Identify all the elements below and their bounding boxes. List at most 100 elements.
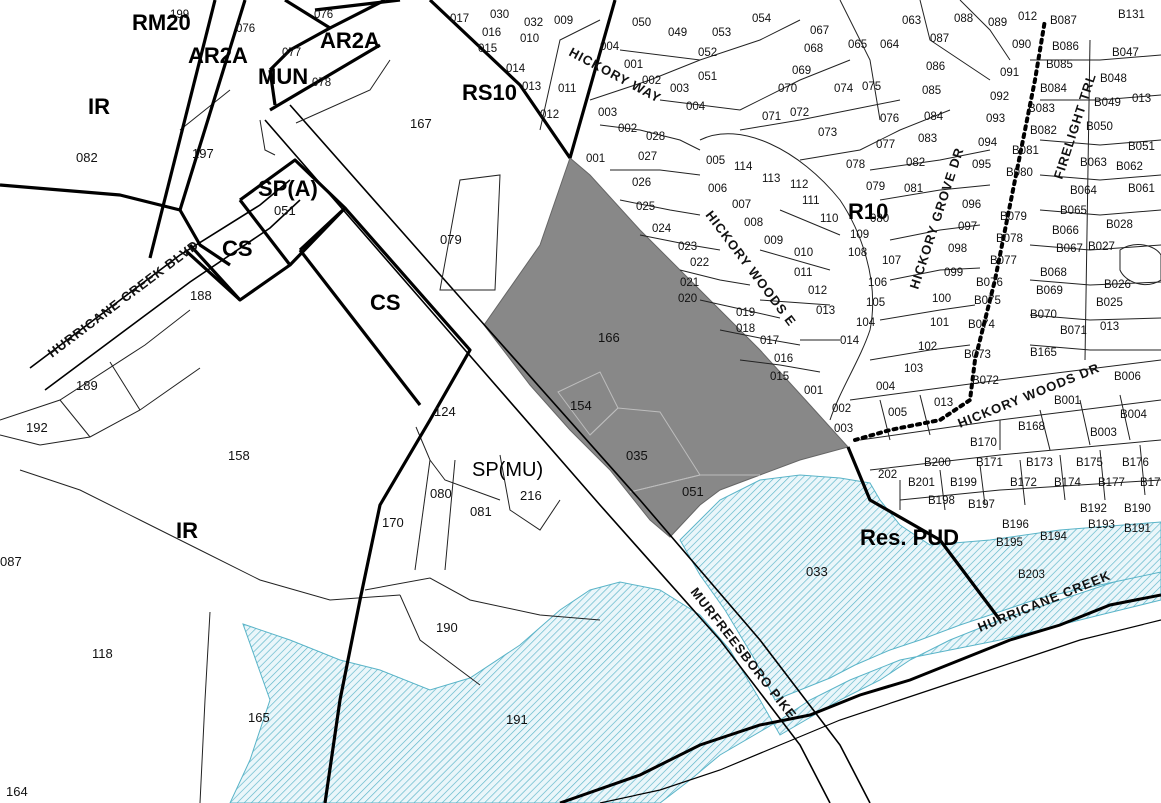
zone-label-mun: MUN <box>258 64 308 89</box>
parcel-number: B165 <box>1030 347 1057 359</box>
parcel-number: 035 <box>626 448 648 463</box>
parcel-number: 080 <box>430 486 452 501</box>
parcel-number: 113 <box>762 173 780 185</box>
zone-label-rm20: RM20 <box>132 10 191 35</box>
parcel-number: 110 <box>820 213 838 225</box>
parcel-number: 085 <box>922 85 941 97</box>
parcel-number: 003 <box>834 423 853 435</box>
parcel-number: 003 <box>670 83 689 95</box>
parcel-number: 012 <box>808 285 827 297</box>
parcel-number: 076 <box>236 23 255 35</box>
parcel-number: 064 <box>880 39 900 51</box>
parcel-number: 082 <box>906 157 925 169</box>
parcel-number: B086 <box>1052 41 1079 53</box>
parcel-number: 050 <box>632 17 651 29</box>
parcel-number: 189 <box>76 378 98 393</box>
parcel-number: 067 <box>810 25 829 37</box>
parcel-number: B176 <box>1122 457 1149 469</box>
parcel-number: 089 <box>988 17 1007 29</box>
parcel-number: 124 <box>434 404 456 419</box>
parcel-number: 005 <box>706 155 725 167</box>
parcel-number: B087 <box>1050 15 1077 27</box>
parcel-number: 075 <box>862 81 881 93</box>
parcel-number: 071 <box>762 111 781 123</box>
parcel-number: 013 <box>1132 93 1151 105</box>
parcel-number: 013 <box>934 397 953 409</box>
parcel-number: B177 <box>1098 477 1125 489</box>
parcel-number: B190 <box>1124 503 1151 515</box>
parcel-number: 019 <box>736 307 755 319</box>
parcel-number: 003 <box>598 107 617 119</box>
murfreesboro-pike-road <box>264 104 871 803</box>
parcel-number: B198 <box>928 495 955 507</box>
parcel-number: B081 <box>1012 145 1039 157</box>
parcel-number: 005 <box>888 407 907 419</box>
parcel-number: 001 <box>624 59 643 71</box>
zoning-boundaries <box>0 0 1002 803</box>
parcel-number: B063 <box>1080 157 1107 169</box>
parcel-number: 014 <box>506 63 526 75</box>
parcel-number: 001 <box>804 385 823 397</box>
parcel-number: 002 <box>618 123 637 135</box>
parcel-number: 013 <box>522 81 541 93</box>
parcel-number: B071 <box>1060 325 1087 337</box>
parcel-number: 017 <box>450 13 469 25</box>
zone-label-r10: R10 <box>848 199 888 224</box>
parcel-number: 079 <box>440 232 462 247</box>
zone-label-rs10: RS10 <box>462 80 517 105</box>
zone-label-cs-1: CS <box>222 236 253 261</box>
parcel-number: 076 <box>314 9 333 21</box>
parcel-number: 051 <box>682 484 704 499</box>
zone-label-res-pud: Res. PUD <box>860 525 959 550</box>
parcel-number: 070 <box>778 83 797 95</box>
parcel-number: 068 <box>804 43 823 55</box>
parcel-number: B061 <box>1128 183 1155 195</box>
parcel-number: 083 <box>918 133 937 145</box>
parcel-number: B079 <box>1000 211 1027 223</box>
parcel-number: 010 <box>794 247 813 259</box>
parcel-number: 009 <box>554 15 573 27</box>
parcel-number: B048 <box>1100 73 1127 85</box>
parcel-number: 002 <box>832 403 851 415</box>
parcel-number: B175 <box>1076 457 1103 469</box>
parcel-number: 109 <box>850 229 869 241</box>
parcel-number: B025 <box>1096 297 1123 309</box>
parcel-number: B051 <box>1128 141 1155 153</box>
parcel-number: 192 <box>26 420 48 435</box>
parcel-number: 096 <box>962 199 981 211</box>
parcel-number: B084 <box>1040 83 1067 95</box>
hurricane-creek-blvd-road <box>29 179 301 391</box>
parcel-number: 097 <box>958 221 977 233</box>
river <box>559 593 1161 803</box>
zone-labels: RM20 AR2A AR2A MUN RS10 IR SP(A) CS CS R… <box>88 10 959 550</box>
parcel-number: 191 <box>506 712 528 727</box>
zone-label-ir-south: IR <box>176 518 198 543</box>
parcel-number: B201 <box>908 477 935 489</box>
parcel-number: 074 <box>834 83 854 95</box>
parcel-number: B003 <box>1090 427 1117 439</box>
parcel-number: 073 <box>818 127 837 139</box>
parcel-number: 051 <box>698 71 717 83</box>
parcel-number: 069 <box>792 65 811 77</box>
parcel-number: 025 <box>636 201 655 213</box>
zone-label-spa: SP(A) <box>258 176 318 201</box>
parcel-number: 009 <box>764 235 783 247</box>
parcel-number: B064 <box>1070 185 1097 197</box>
parcel-number: 077 <box>876 139 895 151</box>
parcel-number: 202 <box>878 469 897 481</box>
parcel-number: B001 <box>1054 395 1081 407</box>
parcel-number: 216 <box>520 488 542 503</box>
parcel-number: B047 <box>1112 47 1139 59</box>
parcel-number: 158 <box>228 448 250 463</box>
parcel-number: 088 <box>954 13 973 25</box>
subject-parcel[interactable] <box>483 157 849 538</box>
parcel-number: 087 <box>0 554 22 569</box>
parcel-number: 015 <box>478 43 497 55</box>
parcel-number: 087 <box>930 33 949 45</box>
parcel-number: 190 <box>436 620 458 635</box>
parcel-number: 012 <box>1018 11 1037 23</box>
parcel-number: B168 <box>1018 421 1045 433</box>
parcel-number: 098 <box>948 243 967 255</box>
